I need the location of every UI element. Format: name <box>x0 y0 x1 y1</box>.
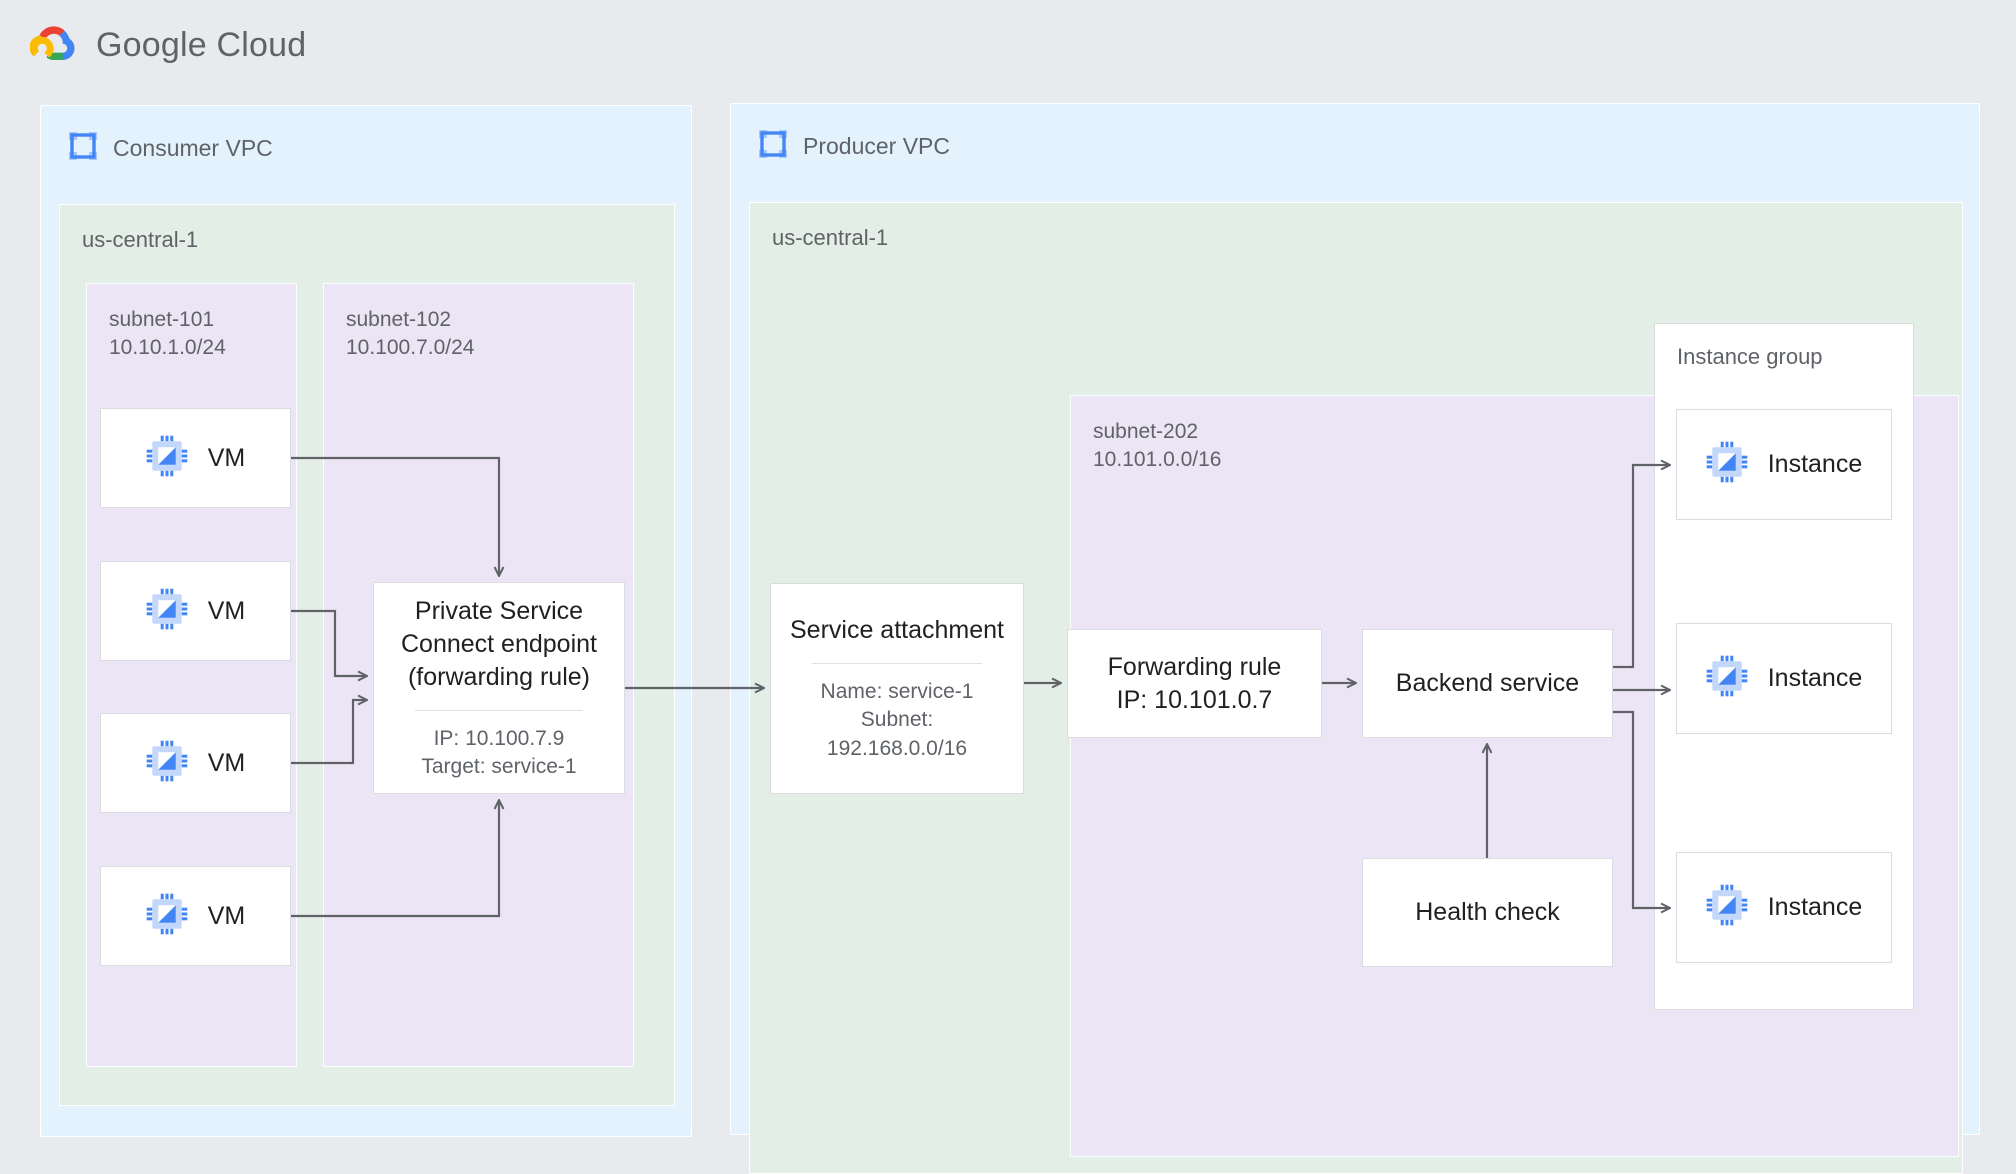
backend-service-title: Backend service <box>1395 669 1580 697</box>
vm-node-2[interactable]: VM <box>100 561 291 661</box>
consumer-vpc-title: Consumer VPC <box>113 135 273 161</box>
backend-service-node[interactable]: Backend service <box>1362 629 1613 738</box>
brand-header: Google Cloud <box>29 22 307 69</box>
service-attachment-node[interactable]: Service attachment Name: service-1 Subne… <box>770 583 1024 794</box>
vm-chip-icon <box>146 435 188 482</box>
psc-endpoint-divider <box>414 709 584 711</box>
vm-node-3[interactable]: VM <box>100 713 291 813</box>
subnet-102-label: subnet-102 10.100.7.0/24 <box>346 308 475 359</box>
instance-node-2[interactable]: Instance <box>1676 623 1892 734</box>
vm-node-1[interactable]: VM <box>100 408 291 508</box>
consumer-vpc-header: Consumer VPC <box>67 130 273 167</box>
health-check-node[interactable]: Health check <box>1362 858 1613 967</box>
psc-endpoint-title: Private Service Connect endpoint (forwar… <box>401 596 597 691</box>
vm-label-4: VM <box>207 901 246 930</box>
instance-node-3[interactable]: Instance <box>1676 852 1892 963</box>
instance-label-2: Instance <box>1767 664 1863 692</box>
instance-label-1: Instance <box>1767 450 1863 478</box>
vpc-network-icon <box>757 128 789 165</box>
service-attachment-title: Service attachment <box>790 616 1004 645</box>
google-cloud-logo-icon <box>29 22 80 69</box>
instance-node-1[interactable]: Instance <box>1676 409 1892 520</box>
vm-chip-icon <box>1706 884 1748 931</box>
vm-label-1: VM <box>207 443 246 472</box>
vm-chip-icon <box>146 588 188 635</box>
forwarding-rule-node[interactable]: Forwarding rule IP: 10.101.0.7 <box>1067 629 1322 738</box>
service-attachment-divider <box>811 663 983 665</box>
vm-chip-icon <box>1706 655 1748 702</box>
producer-region-label: us-central-1 <box>772 225 889 250</box>
subnet-101-label: subnet-101 10.10.1.0/24 <box>109 308 226 359</box>
forwarding-rule-title: Forwarding rule IP: 10.101.0.7 <box>1107 652 1282 714</box>
consumer-region-label: us-central-1 <box>82 227 199 252</box>
subnet-202-label: subnet-202 10.101.0.0/16 <box>1093 420 1222 471</box>
vm-label-3: VM <box>207 748 246 777</box>
service-attachment-details: Name: service-1 Subnet: 192.168.0.0/16 <box>820 680 974 760</box>
psc-endpoint-details: IP: 10.100.7.9 Target: service-1 <box>421 726 577 778</box>
vm-node-4[interactable]: VM <box>100 866 291 966</box>
psc-endpoint-node[interactable]: Private Service Connect endpoint (forwar… <box>373 582 625 794</box>
instance-label-3: Instance <box>1767 893 1863 921</box>
vm-label-2: VM <box>207 596 246 625</box>
health-check-title: Health check <box>1415 898 1560 926</box>
vm-chip-icon <box>146 893 188 940</box>
brand-name: Google Cloud <box>96 26 307 64</box>
vm-chip-icon <box>146 740 188 787</box>
instance-group-label: Instance group <box>1677 344 1823 369</box>
producer-vpc-title: Producer VPC <box>803 133 951 159</box>
producer-vpc-header: Producer VPC <box>757 128 950 165</box>
vpc-network-icon <box>67 130 99 167</box>
vm-chip-icon <box>1706 441 1748 488</box>
